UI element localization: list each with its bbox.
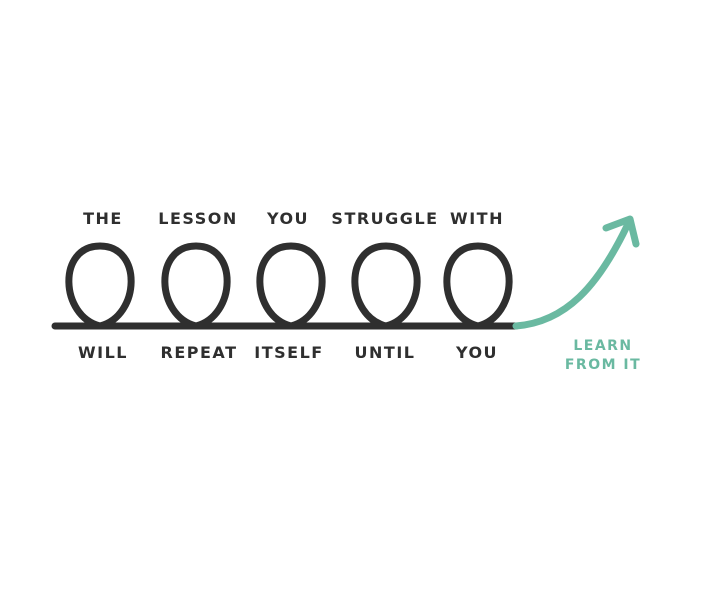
bottom-word-3: ITSELF: [254, 343, 323, 362]
top-words: THE LESSON YOU STRUGGLE WITH: [83, 209, 504, 228]
outcome-text: LEARN FROM IT: [565, 338, 641, 373]
arrow-icon: [512, 215, 640, 330]
loops-icon: [51, 242, 520, 330]
bottom-word-4: UNTIL: [355, 343, 416, 362]
top-word-5: WITH: [450, 209, 504, 228]
top-word-4: STRUGGLE: [331, 209, 438, 228]
outcome-line-1: LEARN: [573, 338, 632, 354]
bottom-words: WILL REPEAT ITSELF UNTIL YOU: [78, 343, 498, 362]
bottom-word-5: YOU: [455, 343, 498, 362]
bottom-word-1: WILL: [78, 343, 128, 362]
outcome-line-2: FROM IT: [565, 357, 641, 373]
bottom-word-2: REPEAT: [161, 343, 238, 362]
top-word-1: THE: [83, 209, 123, 228]
top-word-3: YOU: [266, 209, 309, 228]
top-word-2: LESSON: [158, 209, 237, 228]
